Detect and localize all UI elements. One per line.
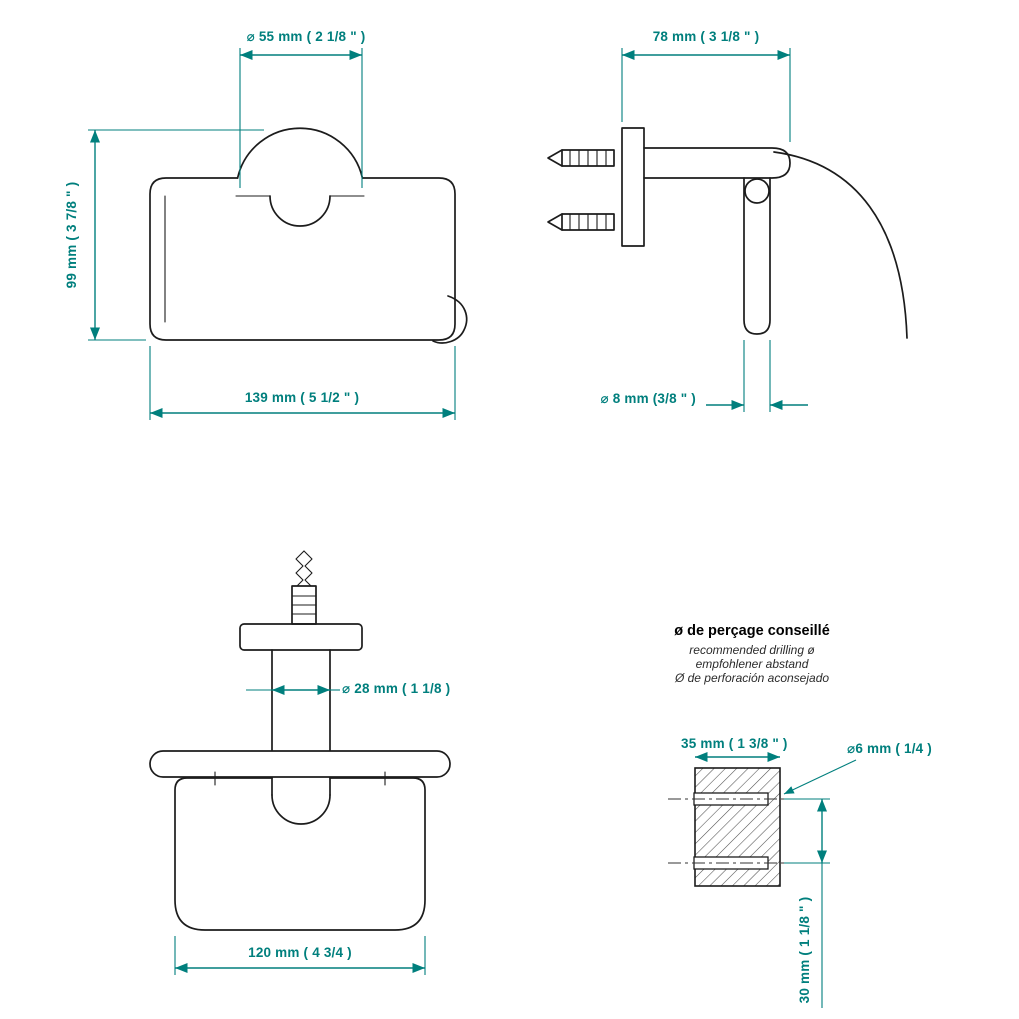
roll-cover-outline (174, 777, 426, 931)
roll-dome (236, 127, 364, 179)
drill-template-linework (668, 767, 792, 887)
dim-label-roll-diameter: ⌀ 55 mm ( 2 1/8 " ) (246, 29, 366, 44)
dim-label-rod-diameter: ⌀ 8 mm (3/8 " ) (600, 391, 696, 406)
leader-hole-diameter (783, 759, 857, 795)
drill-subtitle-de: empfohlener abstand (695, 657, 809, 671)
mounting-flange (239, 623, 363, 651)
dim-label-depth: 78 mm ( 3 1/8 " ) (652, 29, 760, 44)
side-view-dimensions (621, 48, 808, 412)
front-view-linework (149, 127, 468, 344)
lid-profile-curve (773, 151, 908, 339)
hinge-pins (214, 771, 386, 786)
drill-hole-top (693, 792, 769, 806)
post-end (271, 794, 331, 825)
side-view-linework (547, 127, 908, 339)
wall-anchor-bottom (547, 213, 615, 231)
drill-subtitle-es: Ø de perforación aconsejado (674, 671, 830, 685)
top-view-dimensions (174, 684, 426, 975)
front-view-dimensions (88, 48, 456, 420)
dim-label-height: 99 mm ( 3 7/8 " ) (64, 181, 79, 289)
drill-subtitle-en: recommended drilling ø (689, 643, 815, 657)
dim-label-drill-depth: 35 mm ( 1 3/8 " ) (681, 736, 788, 751)
pivot-hinge (744, 178, 770, 204)
drill-template-dimensions (695, 751, 857, 1008)
drill-hole-bottom (693, 856, 769, 870)
dim-label-top-width: 120 mm ( 4 3/4 ) (248, 945, 352, 960)
mount-arm (643, 147, 791, 179)
top-view-linework (149, 550, 451, 931)
roll-stop-curl (432, 295, 468, 344)
holder-body (149, 177, 456, 341)
wall-anchor-screw (291, 550, 317, 625)
wall-anchor-top (547, 149, 615, 167)
hanging-rod (743, 177, 771, 335)
dim-label-front-width: 139 mm ( 5 1/2 " ) (244, 390, 360, 405)
dim-label-hole-diameter: ⌀6 mm ( 1/4 ) (847, 741, 933, 756)
lid-cutout (269, 195, 331, 227)
dim-label-hole-spacing: 30 mm ( 1 1/8 " ) (797, 896, 812, 1004)
roller-bar (149, 750, 451, 778)
wall-plate (621, 127, 645, 247)
drill-title: ø de perçage conseillé (674, 623, 830, 639)
dim-label-post-diameter: ⌀ 28 mm ( 1 1/8 ) (342, 681, 451, 696)
